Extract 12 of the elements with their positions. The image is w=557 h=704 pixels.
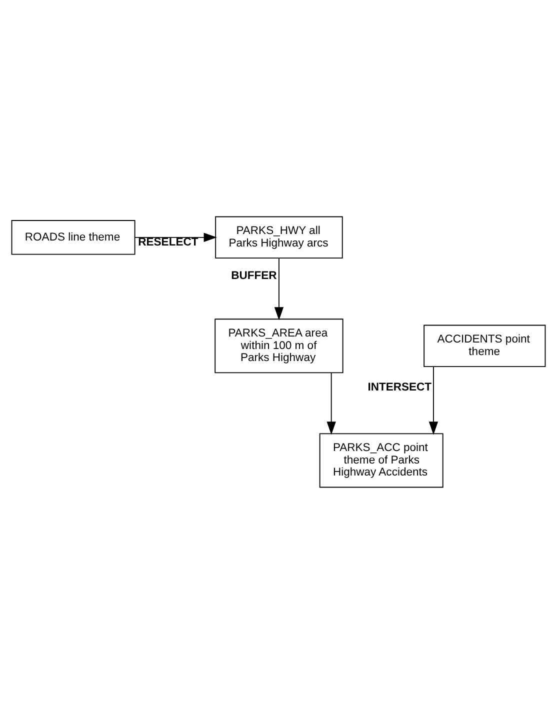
node-box: ACCIDENTS point theme — [424, 324, 546, 368]
arrow — [134, 232, 217, 242]
arrow — [326, 372, 336, 435]
arrow — [428, 366, 438, 435]
arrow — [274, 258, 284, 320]
node-box: ROADS line theme — [11, 220, 136, 255]
node-box: PARKS_ACC point theme of Parks Highway Accidents — [319, 433, 444, 488]
node-box: PARKS_HWY all Parks Highway arcs — [215, 216, 343, 259]
edge-label: RESELECT — [138, 236, 198, 248]
edge-label: BUFFER — [231, 270, 277, 282]
node-box: PARKS_AREA area within 100 m of Parks Highway — [214, 318, 344, 374]
edge-label: INTERSECT — [368, 381, 432, 394]
